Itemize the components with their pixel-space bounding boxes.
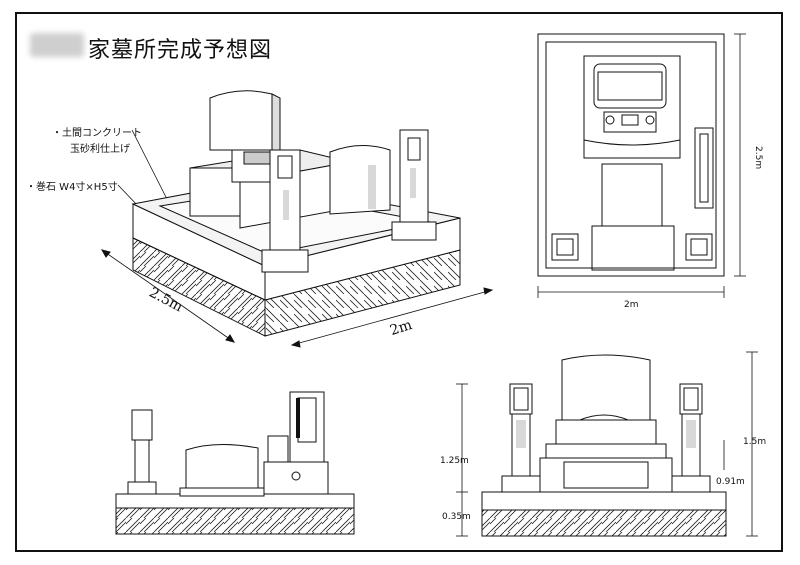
dim-front-base-height: 0.35m (442, 512, 471, 522)
dim-front-right-partial: 0.91m (716, 477, 745, 487)
isometric-view (100, 90, 494, 348)
page-title: 家墓所完成予想図 (88, 38, 273, 63)
side-view (115, 391, 355, 535)
front-view (456, 351, 758, 537)
note-gravel: 玉砂利仕上げ (70, 144, 130, 155)
note-concrete: ・土間コンクリート (52, 128, 142, 139)
plan-view (537, 33, 746, 298)
dim-front-right-total: 1.5m (743, 437, 767, 447)
dim-front-total-height: 1.25m (440, 456, 469, 466)
dim-plan-width: 2m (624, 300, 639, 310)
family-name-redaction (30, 33, 84, 57)
note-border-stone: ・巻石 W4寸×H5寸 (26, 182, 118, 193)
